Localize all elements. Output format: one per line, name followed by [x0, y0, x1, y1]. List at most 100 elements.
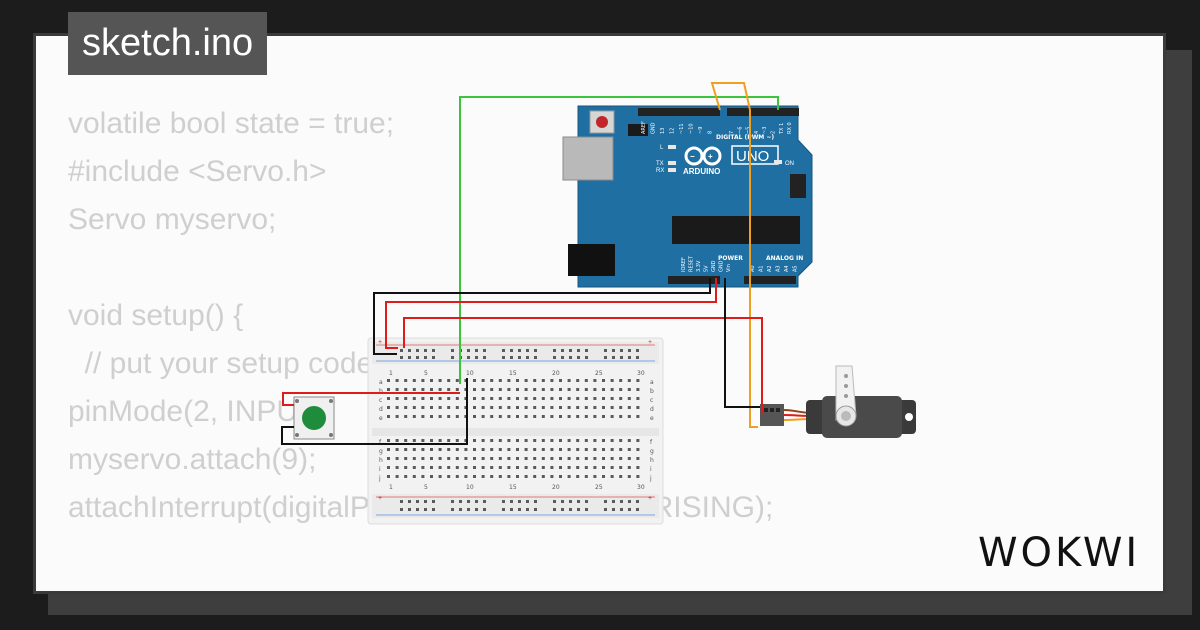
code-line: } — [68, 587, 78, 591]
file-tab[interactable]: sketch.ino — [68, 12, 268, 75]
bb-col-label: 15 — [509, 484, 517, 491]
digital-pin-label: TX 1 — [779, 123, 785, 135]
power-pin-label: A2 — [767, 265, 773, 272]
model-label: UNO — [736, 148, 769, 165]
wire-red-servo — [403, 317, 763, 414]
pushbutton[interactable] — [293, 396, 335, 440]
svg-text:+: + — [378, 339, 382, 346]
wokwi-logo: WOKWI — [978, 530, 1141, 576]
bb-row-label: e — [379, 415, 383, 422]
breadboard: 1 5 10 15 20 25 30 1 5 10 15 20 25 30 a … — [367, 337, 664, 525]
digital-pin-label: 4 — [754, 131, 760, 134]
power-pin-label: A5 — [793, 265, 799, 272]
power-pin-label: A4 — [784, 265, 790, 272]
bb-row-label: a — [650, 379, 654, 386]
bb-col-label: 20 — [552, 484, 560, 491]
bb-row-label: i — [650, 466, 652, 473]
power-pin-label: A0 — [750, 265, 756, 272]
power-pin-label: GND — [711, 260, 717, 272]
power-pin-label: 5V — [704, 265, 710, 272]
servo-connector — [760, 404, 784, 426]
wire-red-5v — [385, 278, 717, 349]
digital-pin-label: RX 0 — [787, 122, 793, 134]
digital-pin-label: ~3 — [762, 127, 768, 134]
servo-motor[interactable] — [760, 365, 916, 438]
breadboard-holes — [387, 349, 640, 511]
power-pin-label: RESET — [689, 255, 695, 272]
led-l — [668, 145, 676, 149]
bb-row-label: b — [379, 388, 383, 395]
led-tx-label: TX — [656, 161, 664, 167]
bb-row-label: h — [650, 457, 654, 464]
bb-row-label: f — [650, 439, 653, 446]
digital-pin-label: GND — [651, 122, 657, 134]
bb-col-label: 5 — [424, 484, 428, 491]
wire-black-button — [281, 378, 468, 445]
digital-pin-label: ~6 — [737, 127, 743, 134]
bb-row-label: i — [379, 466, 381, 473]
power-header — [668, 276, 720, 284]
digital-pin-label: ~10 — [689, 123, 695, 134]
wire-black-gnd — [373, 278, 711, 355]
bb-col-label: 25 — [595, 370, 603, 377]
bb-col-label: 10 — [466, 370, 474, 377]
bb-col-label: 1 — [389, 484, 393, 491]
led-on — [774, 160, 782, 164]
code-line: void setup() { — [68, 299, 244, 332]
arduino-logo-icon: − + — [684, 146, 722, 166]
power-label: POWER — [718, 255, 743, 262]
bb-col-label: 30 — [637, 370, 645, 377]
power-pin-label: A3 — [776, 265, 782, 272]
analog-label: ANALOG IN — [766, 255, 803, 262]
bb-col-label: 20 — [552, 370, 560, 377]
bb-col-label: 30 — [637, 484, 645, 491]
led-l-label: L — [660, 145, 664, 151]
usb-port — [562, 136, 614, 181]
code-line: myservo.attach(9); — [68, 443, 317, 476]
power-pin-label: Vin — [726, 264, 732, 272]
bb-row-label: g — [650, 448, 654, 455]
bb-row-label: e — [650, 415, 654, 422]
bb-row-label: b — [650, 388, 654, 395]
bb-row-label: j — [378, 475, 381, 482]
power-jack — [568, 244, 615, 276]
digital-header-2 — [727, 108, 799, 116]
code-line: Servo myservo; — [68, 203, 277, 236]
led-on-label: ON — [785, 161, 794, 167]
bb-col-label: 15 — [509, 370, 517, 377]
wire-orange — [710, 82, 758, 428]
led-tx — [668, 161, 676, 165]
svg-text:+: + — [648, 495, 652, 502]
svg-text:+: + — [378, 495, 382, 502]
code-line: volatile bool state = true; — [68, 107, 395, 140]
power-pin-label: 3.3V — [696, 260, 702, 272]
bb-row-label: f — [379, 439, 382, 446]
wires — [281, 82, 779, 445]
analog-header — [744, 276, 796, 284]
wire-red-button — [282, 392, 460, 406]
bb-row-label: d — [379, 406, 383, 413]
bb-row-label: c — [650, 397, 653, 404]
digital-pin-label: 7 — [729, 131, 735, 134]
digital-pin-label: ~9 — [698, 127, 704, 134]
wire-black-servo — [724, 278, 760, 408]
bb-row-label: d — [650, 406, 654, 413]
brand-label: ARDUINO — [683, 167, 720, 176]
svg-text:+: + — [648, 339, 652, 346]
bb-row-label: c — [379, 397, 382, 404]
digital-pin-label: ~11 — [679, 123, 685, 134]
digital-pin-label: 8 — [708, 131, 714, 134]
svg-text:−: − — [690, 152, 695, 161]
power-pin-label: IOREF — [681, 257, 687, 272]
led-rx-label: RX — [656, 168, 664, 174]
bb-row-label: a — [379, 379, 383, 386]
bb-col-label: 1 — [389, 370, 393, 377]
power-pin-label: GND — [719, 260, 725, 272]
wire-green — [459, 96, 779, 384]
bb-col-label: 5 — [424, 370, 428, 377]
bb-col-label: 10 — [466, 484, 474, 491]
